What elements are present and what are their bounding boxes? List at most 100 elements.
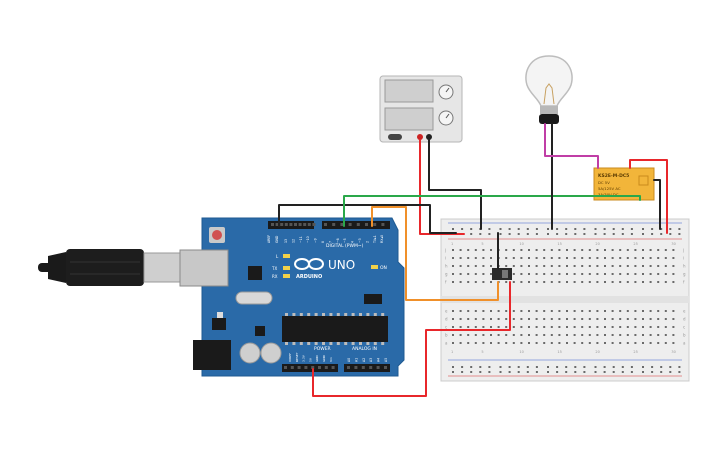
strip-hole[interactable] xyxy=(588,326,591,328)
power-pin-hole[interactable] xyxy=(311,366,315,369)
strip-hole[interactable] xyxy=(588,265,591,267)
strip-hole[interactable] xyxy=(634,318,637,320)
rail-hole[interactable] xyxy=(479,366,482,368)
strip-hole[interactable] xyxy=(581,281,584,283)
rail-hole[interactable] xyxy=(508,228,511,230)
strip-hole[interactable] xyxy=(528,326,530,328)
strip-hole[interactable] xyxy=(672,318,675,320)
digital-pin-hole[interactable] xyxy=(271,223,274,226)
rail-hole[interactable] xyxy=(508,233,511,235)
strip-hole[interactable] xyxy=(535,249,538,251)
strip-hole[interactable] xyxy=(482,326,485,328)
strip-hole[interactable] xyxy=(672,334,675,336)
rail-hole[interactable] xyxy=(556,371,559,373)
light-bulb[interactable] xyxy=(525,55,573,124)
rail-hole[interactable] xyxy=(526,228,529,230)
strip-hole[interactable] xyxy=(581,310,584,312)
rail-hole[interactable] xyxy=(678,233,681,235)
strip-hole[interactable] xyxy=(482,257,485,259)
rail-hole[interactable] xyxy=(642,228,644,230)
strip-hole[interactable] xyxy=(657,281,660,283)
digital-pin-hole[interactable] xyxy=(373,223,377,226)
strip-hole[interactable] xyxy=(649,281,652,283)
strip-hole[interactable] xyxy=(535,318,538,320)
strip-hole[interactable] xyxy=(626,249,629,251)
strip-hole[interactable] xyxy=(573,273,576,275)
rail-hole[interactable] xyxy=(660,228,663,230)
strip-hole[interactable] xyxy=(550,249,553,251)
strip-hole[interactable] xyxy=(528,310,530,312)
strip-hole[interactable] xyxy=(497,318,500,320)
rail-hole[interactable] xyxy=(517,233,520,235)
rail-hole[interactable] xyxy=(651,233,654,235)
strip-hole[interactable] xyxy=(634,310,637,312)
strip-hole[interactable] xyxy=(474,318,477,320)
rail-hole[interactable] xyxy=(535,366,538,368)
rail-hole[interactable] xyxy=(621,228,624,230)
strip-hole[interactable] xyxy=(558,273,561,275)
digital-pin-hole[interactable] xyxy=(307,223,311,226)
strip-hole[interactable] xyxy=(642,257,644,259)
rail-hole[interactable] xyxy=(603,228,606,230)
strip-hole[interactable] xyxy=(642,318,644,320)
rail-hole[interactable] xyxy=(594,371,597,373)
strip-hole[interactable] xyxy=(566,249,568,251)
strip-hole[interactable] xyxy=(520,265,523,267)
strip-hole[interactable] xyxy=(535,326,538,328)
rail-hole[interactable] xyxy=(574,228,577,230)
strip-hole[interactable] xyxy=(657,334,660,336)
wire-black-relay-to-bb[interactable] xyxy=(653,179,661,230)
rail-hole[interactable] xyxy=(547,366,549,368)
rail-hole[interactable] xyxy=(565,228,568,230)
strip-hole[interactable] xyxy=(474,257,477,259)
rail-hole[interactable] xyxy=(669,371,672,373)
strip-hole[interactable] xyxy=(474,310,477,312)
strip-hole[interactable] xyxy=(505,249,508,251)
strip-hole[interactable] xyxy=(672,257,675,259)
strip-hole[interactable] xyxy=(672,265,675,267)
strip-hole[interactable] xyxy=(596,281,599,283)
analog-pin-hole[interactable] xyxy=(361,366,365,369)
digital-pin-hole[interactable] xyxy=(298,223,302,226)
strip-hole[interactable] xyxy=(604,257,606,259)
strip-hole[interactable] xyxy=(619,273,622,275)
strip-hole[interactable] xyxy=(588,310,591,312)
strip-hole[interactable] xyxy=(558,318,561,320)
rail-hole[interactable] xyxy=(565,233,568,235)
wire-red-5v-to-bb[interactable] xyxy=(312,281,511,397)
strip-hole[interactable] xyxy=(619,281,622,283)
strip-hole[interactable] xyxy=(490,265,492,267)
strip-hole[interactable] xyxy=(482,273,485,275)
analog-pin-hole[interactable] xyxy=(376,366,380,369)
strip-hole[interactable] xyxy=(626,273,629,275)
digital-pin-hole[interactable] xyxy=(340,223,344,226)
strip-hole[interactable] xyxy=(452,326,454,328)
strip-hole[interactable] xyxy=(505,318,508,320)
strip-hole[interactable] xyxy=(520,326,523,328)
digital-pin-hole[interactable] xyxy=(312,223,316,226)
strip-hole[interactable] xyxy=(619,249,622,251)
digital-pin-hole[interactable] xyxy=(348,223,352,226)
strip-hole[interactable] xyxy=(573,334,576,336)
strip-hole[interactable] xyxy=(528,318,530,320)
strip-hole[interactable] xyxy=(528,281,530,283)
strip-hole[interactable] xyxy=(452,265,454,267)
strip-hole[interactable] xyxy=(672,281,675,283)
power-pin-hole[interactable] xyxy=(324,366,328,369)
strip-hole[interactable] xyxy=(634,257,637,259)
wire-green-pin7-to-relay[interactable] xyxy=(343,195,641,227)
digital-pin-hole[interactable] xyxy=(289,223,293,226)
strip-hole[interactable] xyxy=(550,265,553,267)
rail-hole[interactable] xyxy=(556,366,559,368)
power-pin-hole[interactable] xyxy=(284,366,287,369)
digital-pin-hole[interactable] xyxy=(303,223,307,226)
digital-pin-hole[interactable] xyxy=(280,223,284,226)
strip-hole[interactable] xyxy=(482,281,485,283)
rail-hole[interactable] xyxy=(678,366,681,368)
strip-hole[interactable] xyxy=(588,342,591,344)
strip-hole[interactable] xyxy=(550,273,553,275)
strip-hole[interactable] xyxy=(459,326,462,328)
strip-hole[interactable] xyxy=(520,273,523,275)
strip-hole[interactable] xyxy=(657,257,660,259)
strip-hole[interactable] xyxy=(490,273,492,275)
